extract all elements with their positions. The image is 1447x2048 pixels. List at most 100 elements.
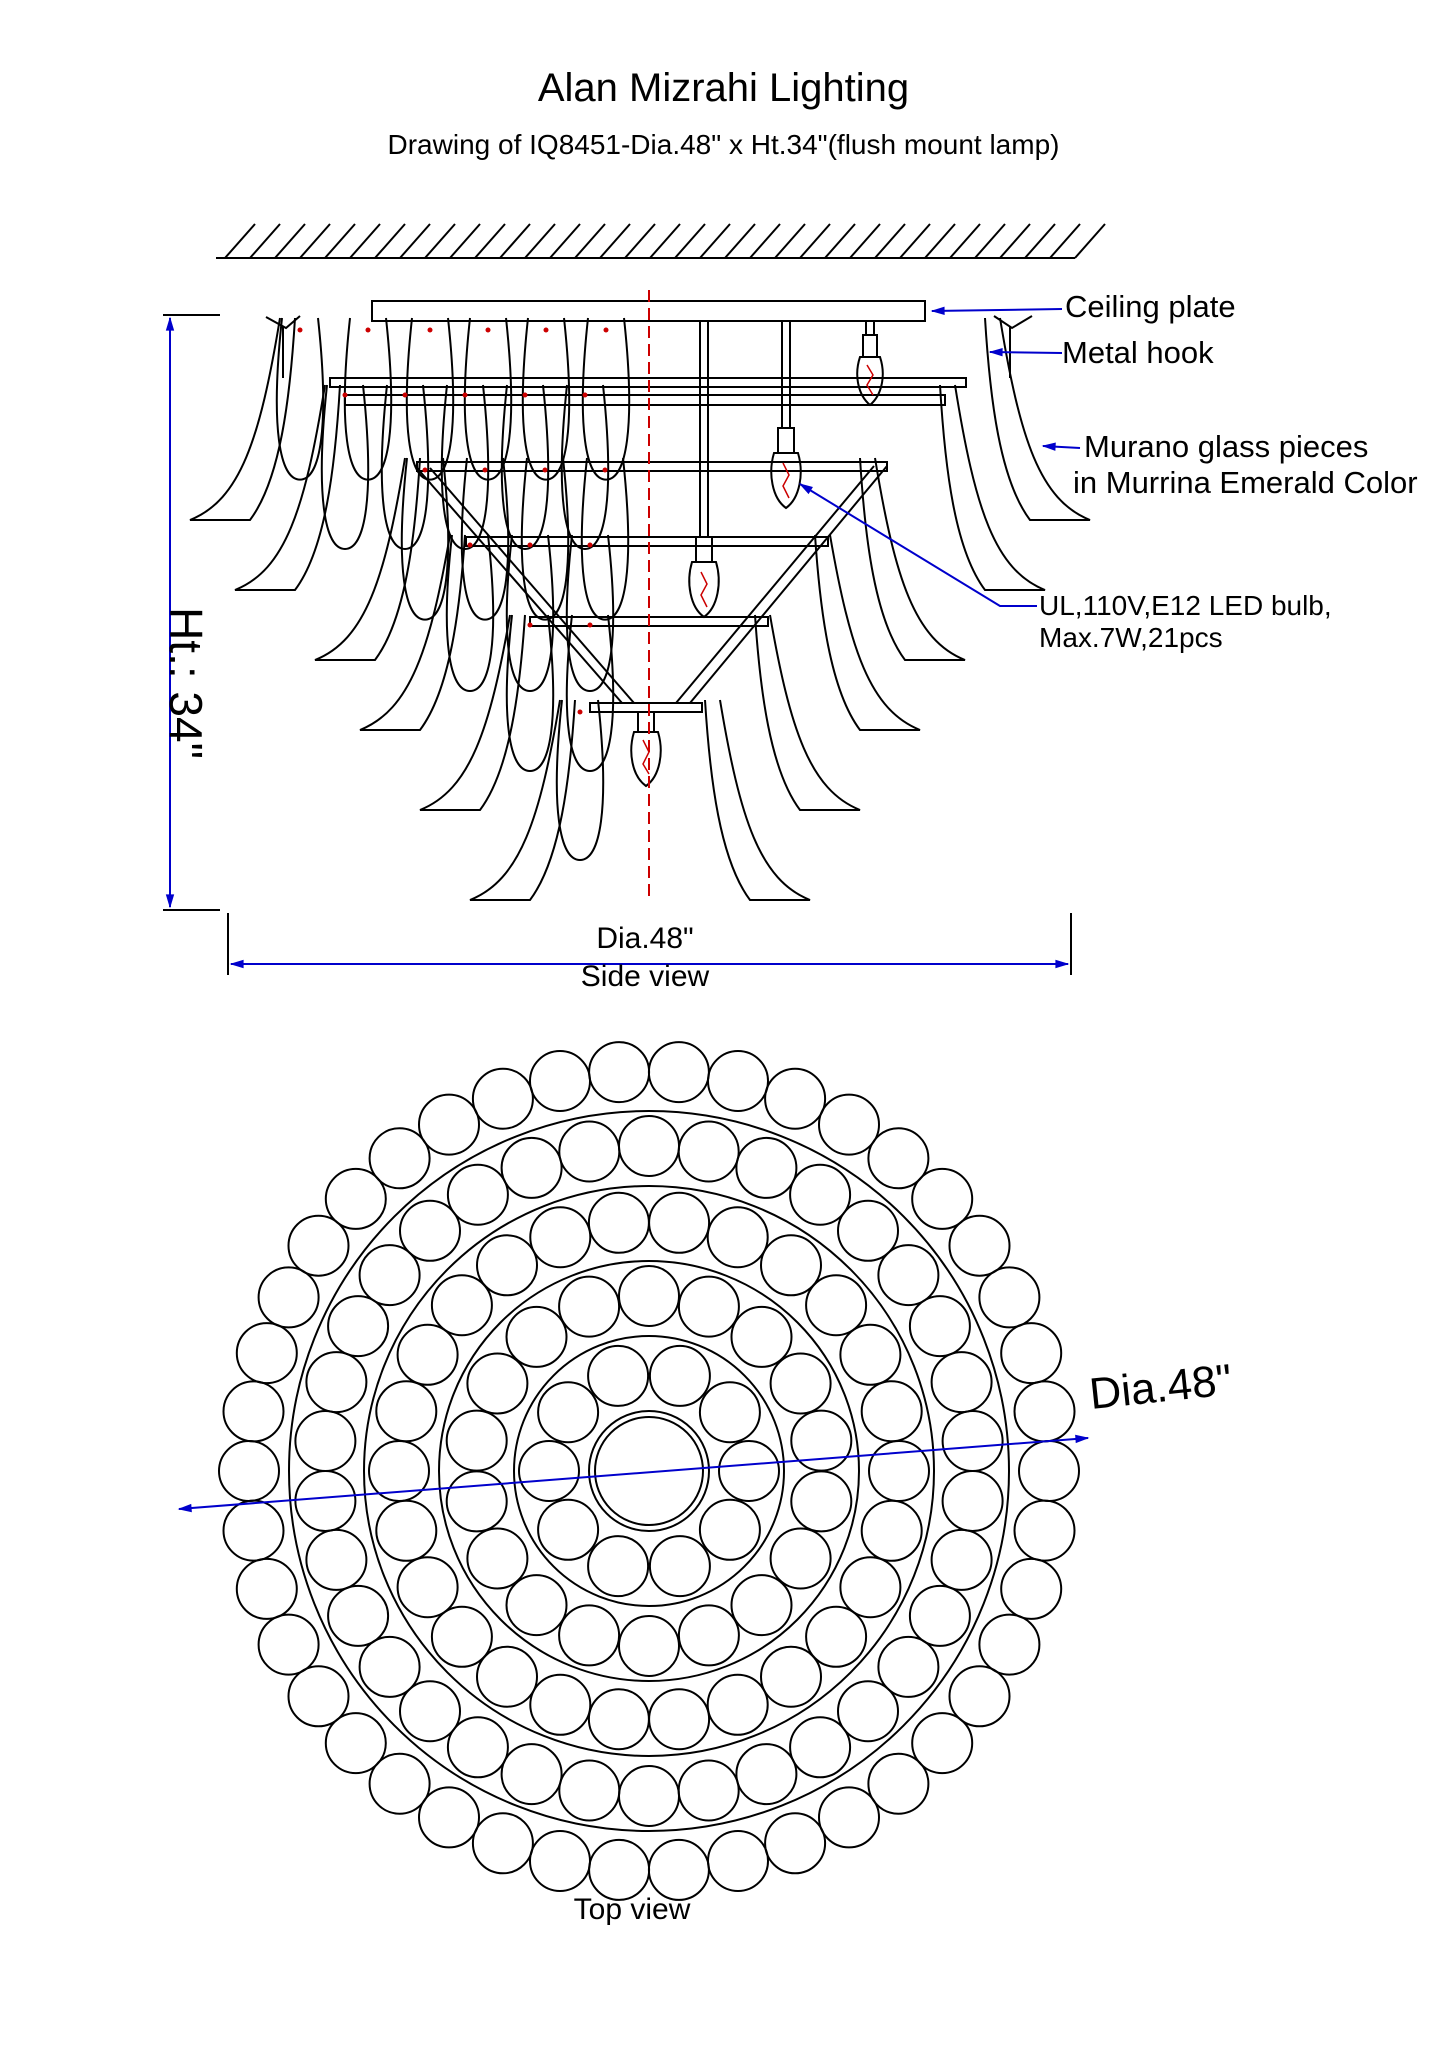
glass-petal: [677, 1604, 740, 1667]
glass-petal: [677, 1120, 740, 1183]
glass-petal: [1000, 1557, 1063, 1620]
glass-drop: [505, 534, 555, 693]
glass-petal: [648, 1535, 711, 1598]
glass-petal: [327, 1584, 390, 1647]
glass-petal: [790, 1409, 853, 1472]
glass-petal: [707, 1830, 769, 1892]
glass-petal: [839, 1323, 902, 1386]
height-dimension-label: Ht.: 34": [159, 607, 212, 759]
glass-petal: [618, 1265, 680, 1327]
side-width-dimension-label: Dia.48": [596, 922, 694, 955]
glass-petal: [445, 1409, 508, 1472]
glass-drop: [405, 317, 455, 481]
glass-petal: [618, 1765, 680, 1827]
glass-petal: [789, 1163, 852, 1226]
glass-petal: [587, 1344, 650, 1407]
glass-flare-right: [939, 384, 1046, 591]
glass-petal: [588, 1838, 651, 1901]
glass-petal: [648, 1688, 711, 1751]
glass-petal: [558, 1120, 621, 1183]
glass-petal: [476, 1645, 538, 1708]
glass-petal: [677, 1759, 740, 1822]
glass-drop: [505, 614, 555, 773]
glass-petal: [978, 1613, 1041, 1676]
glass-petal: [877, 1244, 940, 1307]
glass-petal: [908, 1584, 971, 1647]
glass-petal: [805, 1605, 868, 1668]
murano-glass-pieces: [189, 317, 1091, 901]
glass-petal: [587, 1191, 650, 1254]
glass-petal: [764, 1067, 827, 1130]
ceiling-hatch: [216, 223, 1106, 259]
glass-petal: [1000, 1322, 1063, 1385]
glass-petal: [368, 1752, 431, 1815]
glass-hole-dot: [297, 327, 303, 333]
glass-flare-left: [234, 384, 341, 591]
glass-petal: [588, 1041, 651, 1104]
side-view-label: Side view: [580, 960, 710, 993]
glass-petal: [375, 1380, 438, 1443]
glass-petal: [396, 1323, 459, 1386]
top-view-label: Top view: [573, 1893, 691, 1926]
glass-hole-dot: [342, 392, 348, 398]
glass-petal: [294, 1410, 357, 1472]
glass-hole-dot: [427, 327, 433, 333]
glass-petal: [948, 1665, 1011, 1728]
glass-petal: [948, 1214, 1011, 1277]
bulbs: [630, 334, 884, 788]
glass-petal: [529, 1206, 592, 1269]
page-subtitle: Drawing of IQ8451-Dia.48" x Ht.34"(flush…: [387, 129, 1060, 160]
glass-petal: [327, 1295, 390, 1358]
ring-line: [588, 1410, 710, 1532]
glass-petal: [760, 1645, 822, 1708]
glass-drop: [275, 317, 325, 481]
glass-petal: [867, 1127, 930, 1190]
glass-petal: [837, 1680, 899, 1743]
glass-petal: [446, 1163, 509, 1226]
height-dimension: [163, 314, 220, 911]
glass-flare-left: [314, 457, 421, 661]
glass-petal: [718, 1440, 780, 1502]
center-canopy: [594, 1416, 704, 1526]
glass-petal: [500, 1743, 563, 1806]
glass-petal: [235, 1557, 298, 1620]
glass-petal: [430, 1274, 493, 1337]
glass-petal: [769, 1352, 832, 1415]
glass-petal: [430, 1605, 493, 1668]
murano-label-line1: Murano glass pieces: [1084, 429, 1369, 464]
glass-petal: [930, 1528, 993, 1591]
glass-drop: [555, 699, 605, 862]
glass-drop: [580, 457, 630, 621]
glass-petal: [287, 1214, 350, 1277]
glass-petal: [618, 1115, 680, 1177]
glass-petal: [764, 1812, 827, 1875]
glass-petal: [911, 1712, 974, 1775]
glass-petal: [476, 1234, 538, 1297]
glass-flare-right: [814, 534, 921, 731]
glass-petal: [837, 1199, 899, 1262]
glass-hole-dot: [402, 392, 408, 398]
glass-hole-dot: [365, 327, 371, 333]
glass-petal: [500, 1136, 563, 1199]
glass-hole-dot: [582, 392, 588, 398]
glass-petal: [760, 1234, 822, 1297]
glass-petal: [305, 1528, 368, 1591]
glass-drop: [500, 384, 550, 551]
glass-petal: [706, 1206, 769, 1269]
glass-hole-dot: [482, 467, 488, 473]
top-diameter-arrow: [177, 1434, 1090, 1513]
glass-petal: [222, 1380, 285, 1443]
glass-petal: [860, 1380, 923, 1443]
glass-petal: [698, 1381, 761, 1444]
glass-petal: [558, 1604, 621, 1667]
callout-arrows: [798, 306, 1081, 607]
glass-petal: [789, 1716, 852, 1779]
glass-flare-right: [859, 457, 966, 661]
glass-petal: [908, 1295, 971, 1358]
glass-petal: [648, 1191, 711, 1254]
top-view: [177, 1041, 1090, 1901]
glass-petal: [941, 1410, 1004, 1472]
bulb-label-line2: Max.7W,21pcs: [1039, 622, 1223, 653]
glass-petal: [1013, 1380, 1076, 1443]
